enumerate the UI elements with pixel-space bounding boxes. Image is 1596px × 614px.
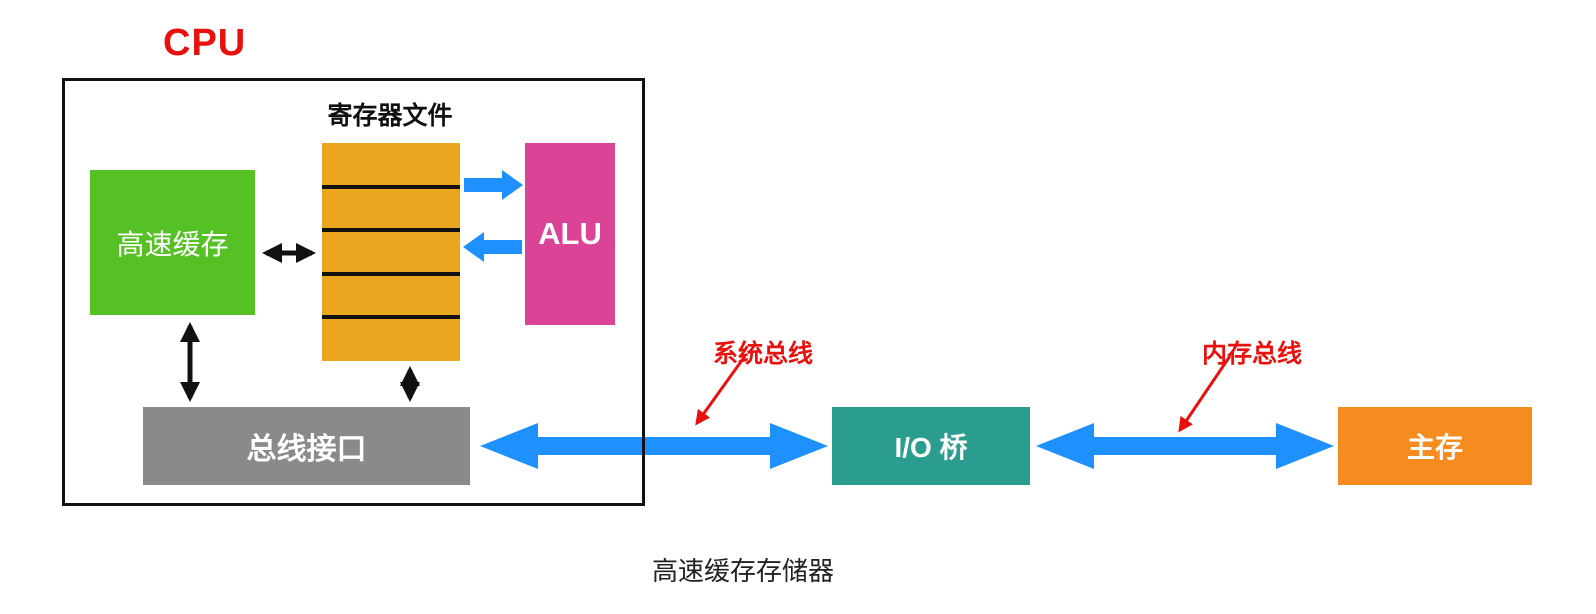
main-memory-label: 主存: [1406, 432, 1463, 463]
caption: 高速缓存存储器: [652, 556, 835, 586]
cache-label: 高速缓存: [116, 228, 229, 260]
system-bus-label: 系统总线: [713, 340, 814, 368]
register-file-row-line: [322, 272, 460, 276]
register-file-row-line: [322, 185, 460, 189]
memory-bus-arrow: [1036, 423, 1334, 469]
cpu-label: CPU: [163, 22, 247, 64]
register-file-row-line: [322, 315, 460, 319]
main-memory-box: 主存: [1338, 407, 1532, 485]
register-file-box: [322, 143, 460, 361]
io-bridge-label: I/O 桥: [894, 432, 968, 463]
alu-box: ALU: [525, 143, 615, 325]
register-file-label: 寄存器文件: [327, 102, 453, 130]
memory-bus-label: 内存总线: [1202, 340, 1303, 368]
bus-interface-label: 总线接口: [246, 433, 367, 466]
cache-box: 高速缓存: [90, 170, 255, 315]
bus-interface-box: 总线接口: [143, 407, 470, 485]
cpu-boundary-box: [62, 78, 645, 506]
register-file-row-line: [322, 228, 460, 232]
alu-label: ALU: [538, 216, 602, 251]
io-bridge-box: I/O 桥: [832, 407, 1030, 485]
